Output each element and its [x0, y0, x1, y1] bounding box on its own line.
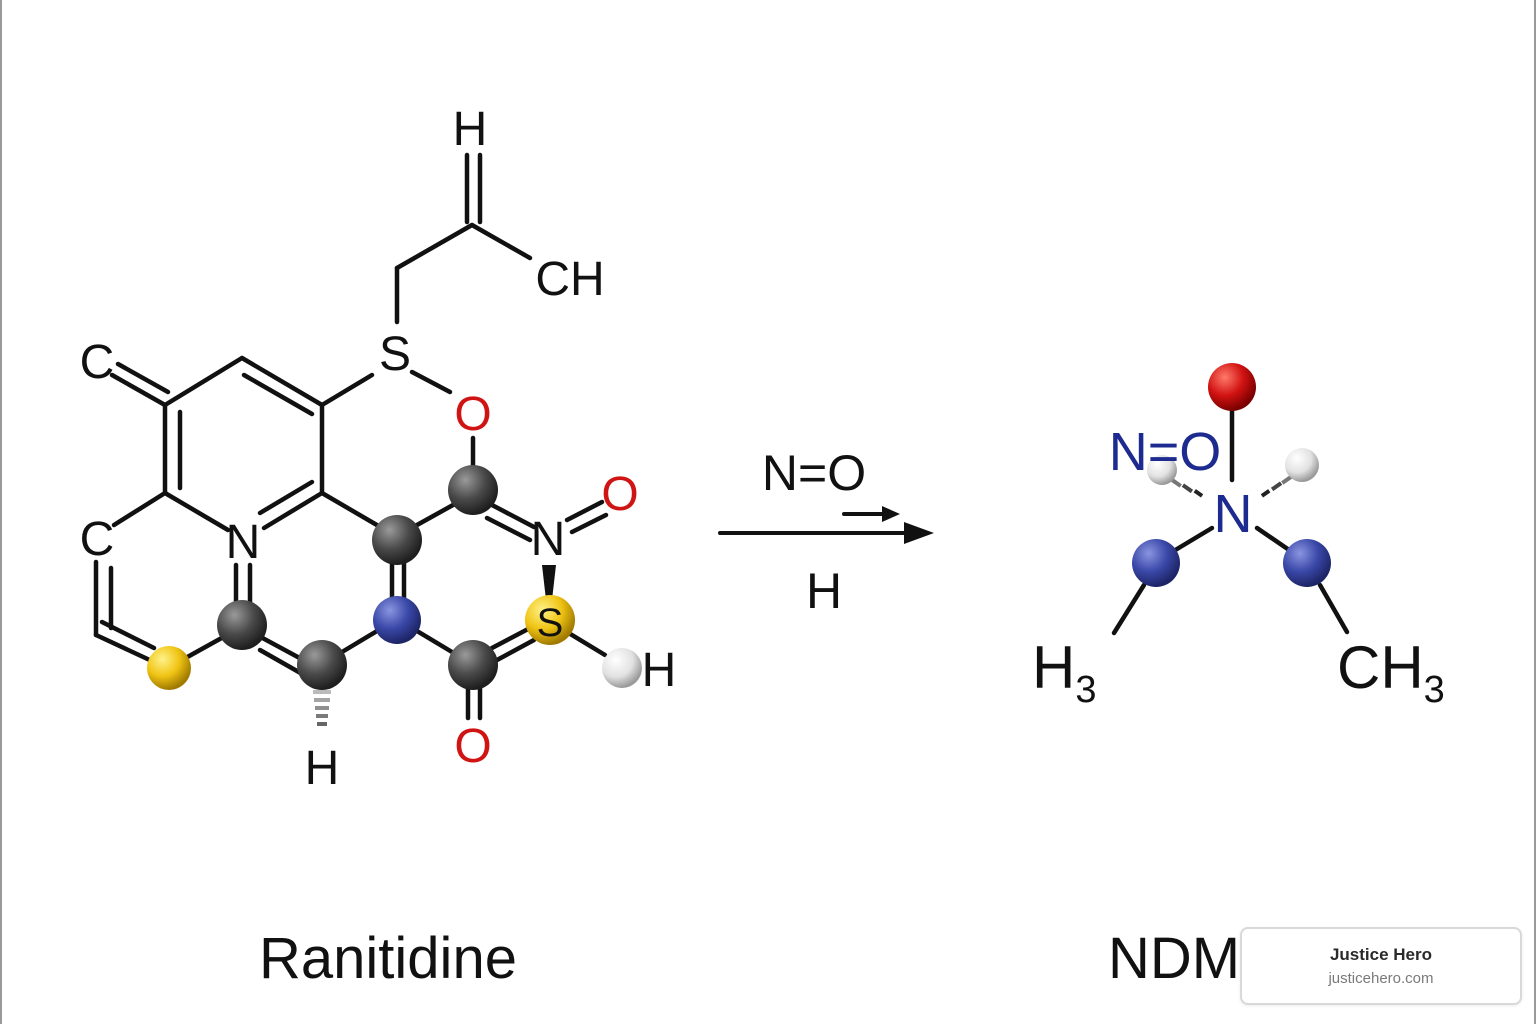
reagent-bottom: H	[806, 563, 842, 619]
bond-c-c-b	[257, 647, 307, 678]
bond-lower-2b	[99, 619, 157, 651]
hydrogen-ball	[602, 648, 642, 688]
bond-cleft-1	[109, 372, 168, 408]
brand-watermark-card: Justice Hero justicehero.com	[1240, 927, 1522, 1005]
atom-n-center: N	[1214, 484, 1253, 544]
bond-nball-c	[409, 625, 460, 658]
bond-ring-1	[239, 355, 325, 408]
bond-chain-left	[394, 222, 475, 271]
bond-right-methyl	[1317, 582, 1350, 635]
bond-ring-6	[261, 490, 325, 531]
hash-bond-h-bottom	[313, 690, 331, 726]
bond-c-s-2	[494, 637, 537, 663]
sulfur-ball-right	[525, 595, 575, 645]
bond-ring-1b	[241, 372, 315, 417]
bond-c-nnitro-2	[484, 515, 533, 543]
hydrogen-ball-right	[1285, 448, 1319, 482]
atom-n-ring: N	[226, 516, 261, 569]
atom-h-bottom: H	[305, 742, 340, 795]
atom-c-left-mid: C	[80, 513, 115, 566]
atom-ch: CH	[535, 253, 604, 306]
bond-s-c	[179, 632, 230, 663]
atom-c-left-top: C	[80, 336, 115, 389]
bond-chain-right	[469, 222, 533, 261]
reaction-arrow-group: N=O H	[718, 445, 934, 619]
bond-ring-centre	[319, 490, 385, 531]
ranitidine-caption: Ranitidine	[259, 926, 517, 991]
bond-n-o-1	[564, 499, 605, 523]
ndm-structure: N=O N H3 CH3	[1032, 363, 1445, 711]
atom-h-right: H	[642, 644, 677, 697]
bond-n-left	[1169, 525, 1215, 555]
sulfur-ball-left	[147, 646, 191, 690]
bond-n-right	[1254, 525, 1295, 555]
bond-cleft-2	[115, 361, 171, 395]
wedge-n-s	[542, 565, 556, 600]
left-methyl-label: H3	[1032, 634, 1096, 711]
carbon-ball-centre	[372, 515, 422, 565]
atom-o-ring: O	[454, 388, 491, 441]
atom-o-bottom: O	[454, 720, 491, 773]
bond-left-methyl	[1111, 582, 1147, 636]
bond-s-o	[409, 369, 453, 395]
bond-s-h	[564, 629, 608, 658]
brand-name: Justice Hero	[1329, 945, 1433, 964]
bond-s-ring	[319, 372, 375, 408]
nitroso-label: N=O	[1109, 422, 1222, 482]
atom-n-nitro: N	[531, 513, 566, 566]
right-methyl-label: CH3	[1337, 634, 1445, 711]
hydrogen-ball-left	[1147, 455, 1177, 485]
carbon-ball-mid	[297, 640, 347, 690]
atom-s-ball: S	[537, 601, 564, 645]
ndm-caption: NDM	[1108, 926, 1240, 991]
brand-url: justicehero.com	[1328, 970, 1434, 987]
hash-bond-right	[1260, 473, 1295, 498]
nitrogen-ball-right	[1283, 539, 1331, 587]
bond-ring-6b	[257, 479, 315, 516]
carbon-ball-left	[217, 600, 267, 650]
bond-c-s-1	[489, 625, 533, 651]
bond-c-nnitro-1	[489, 502, 537, 530]
bond-n-o-2	[569, 512, 609, 535]
bond-ring-2	[162, 355, 245, 408]
nitrogen-ball-left	[1132, 539, 1180, 587]
oxygen-ball	[1208, 363, 1256, 411]
reagent-top: N=O	[762, 445, 866, 501]
nitrogen-ball	[373, 596, 421, 644]
bond-cmid	[111, 490, 168, 528]
carbon-ball-upper	[448, 465, 498, 515]
atom-h-top: H	[453, 103, 488, 156]
ranitidine-structure: H CH S O C C N N O S H H O	[80, 103, 677, 795]
bond-lower-2	[93, 632, 157, 665]
atom-s-chain: S	[379, 328, 411, 381]
reaction-arrow-head	[904, 522, 934, 544]
small-arrow-head	[882, 506, 900, 522]
carbon-ball-right	[448, 640, 498, 690]
bond-ring-5	[162, 490, 231, 533]
bond-c-nball	[334, 625, 385, 658]
atom-o-nitro: O	[601, 468, 638, 521]
